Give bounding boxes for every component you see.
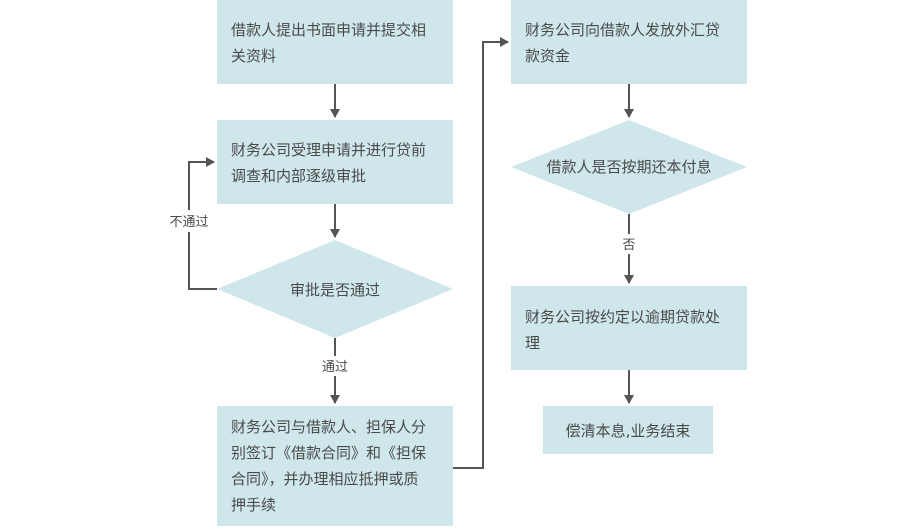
step-box (511, 286, 747, 370)
decision-diamond (511, 120, 747, 214)
label-passed: 通过 (322, 360, 348, 375)
label-background (315, 356, 355, 376)
step-disburse-loan: 财务公司向借款人发放外汇贷 款资金 (511, 0, 747, 84)
step-text-line: 偿清本息,业务结束 (566, 422, 691, 440)
step-box (543, 406, 713, 454)
step-text-line: 调查和内部逐级审批 (231, 167, 366, 185)
decision-text: 审批是否通过 (290, 281, 380, 299)
step-text-line: 押手续 (231, 496, 276, 514)
step-box (217, 0, 453, 84)
step-box (217, 406, 453, 526)
step-text-line: 关资料 (231, 47, 276, 65)
arrow-cross-column (453, 37, 509, 469)
step-text-line: 借款人提出书面申请并提交相 (231, 21, 426, 39)
decision-repayment: 借款人是否按期还本付息 (511, 120, 747, 214)
step-text-line: 别签订《借款合同》和《担保 (231, 444, 426, 462)
label-not-passed: 不通过 (169, 215, 208, 230)
decision-text: 借款人是否按期还本付息 (546, 158, 711, 176)
step-text-line: 财务公司与借款人、担保人分 (231, 418, 426, 436)
step-box (217, 120, 453, 204)
step-business-end: 偿清本息,业务结束 (543, 406, 713, 454)
label-no: 否 (622, 238, 635, 253)
label-background (614, 234, 644, 254)
decision-approval: 审批是否通过 (217, 240, 453, 338)
step-text-line: 财务公司按约定以逾期贷款处 (525, 308, 720, 326)
label-background (165, 210, 215, 232)
step-submit-application: 借款人提出书面申请并提交相 关资料 (217, 0, 453, 84)
step-box (511, 0, 747, 84)
decision-diamond (217, 240, 453, 338)
step-text-line: 款资金 (525, 47, 570, 65)
step-text-line: 财务公司受理申请并进行贷前 (231, 141, 426, 159)
step-text-line: 理 (525, 334, 540, 352)
step-text-line: 财务公司向借款人发放外汇贷 (525, 21, 720, 39)
step-overdue-handling: 财务公司按约定以逾期贷款处 理 (511, 286, 747, 370)
step-sign-contracts: 财务公司与借款人、担保人分 别签订《借款合同》和《担保 合同》，并办理相应抵押或… (217, 406, 453, 526)
step-accept-and-review: 财务公司受理申请并进行贷前 调查和内部逐级审批 (217, 120, 453, 204)
step-text-line: 合同》，并办理相应抵押或质 (231, 470, 419, 488)
